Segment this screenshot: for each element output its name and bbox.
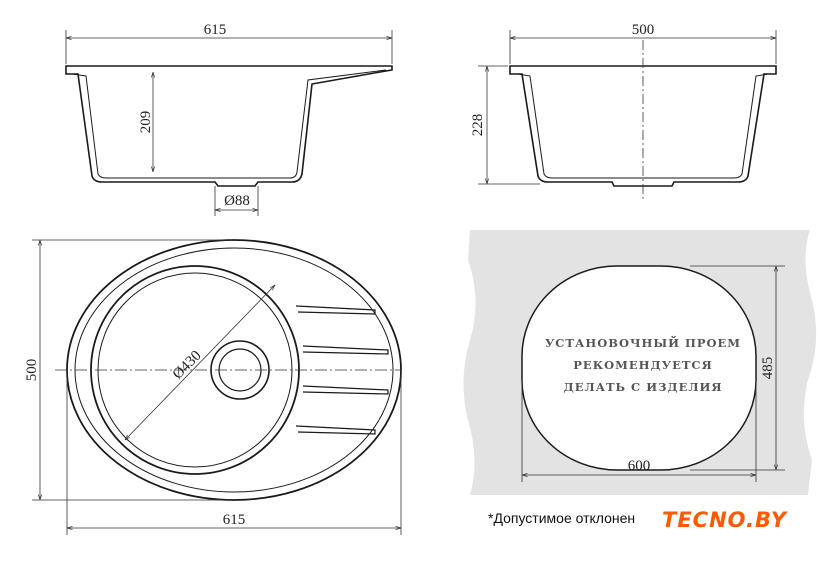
bowl-diameter-label: Ø430: [170, 348, 205, 383]
side-depth-label: 209: [138, 111, 154, 134]
cutout-view: [463, 230, 817, 495]
drain-diameter-label: Ø88: [224, 193, 250, 209]
top-height-label: 500: [24, 359, 40, 382]
top-view: [32, 239, 402, 535]
cutout-outline: [521, 265, 757, 471]
cutout-note-line-3: ДЕЛАТЬ С ИЗДЕЛИЯ: [563, 380, 722, 394]
side-width-label: 615: [204, 22, 227, 38]
side-view: [65, 30, 393, 216]
tolerance-footnote: *Допустимое отклонен: [488, 510, 636, 526]
cutout-note-line-2: РЕКОМЕНДУЕТСЯ: [573, 358, 712, 372]
front-depth-label: 228: [470, 114, 486, 137]
cutout-width-label: 600: [628, 458, 651, 474]
front-view: [478, 30, 777, 200]
tecno-logo: TECNO.BY: [662, 508, 788, 532]
cutout-note-line-1: УСТАНОВОЧНЫЙ ПРОЕМ: [545, 335, 741, 350]
top-width-label: 615: [223, 512, 246, 528]
front-width-label: 500: [632, 22, 655, 38]
drainboard-grooves: [295, 305, 389, 435]
cutout-height-label: 485: [760, 357, 776, 380]
